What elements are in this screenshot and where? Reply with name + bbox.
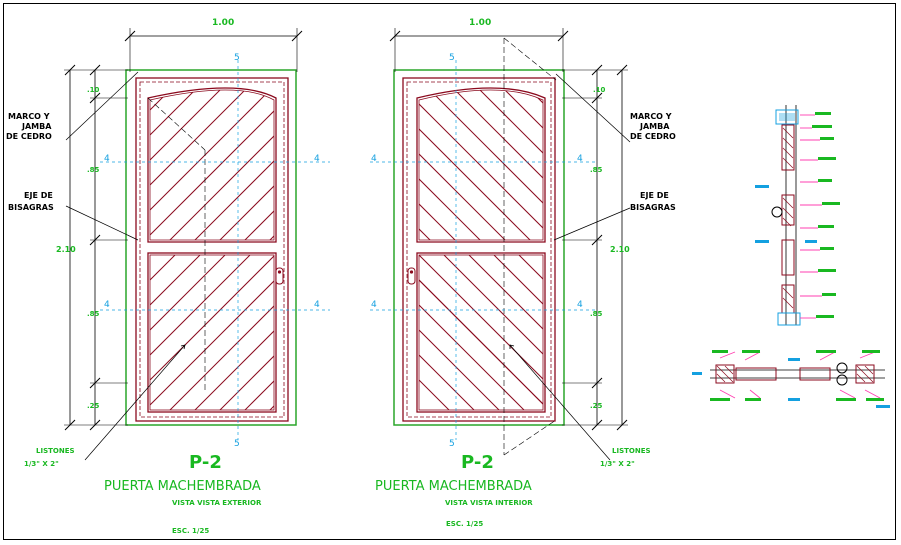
label-eje-line1: EJE DE	[24, 191, 53, 200]
label-eje-line2: BISAGRAS	[8, 203, 54, 212]
door-leaf-inner	[139, 81, 285, 418]
label-marco-line1: MARCO Y	[8, 112, 50, 121]
lower-panel-inner	[418, 254, 544, 411]
axis-marker-left-lower: 4	[371, 300, 377, 310]
width-dimension-label: 1.00	[212, 18, 234, 28]
dim-segment-2: .85	[87, 166, 100, 174]
label-listones-line2: 1/3" X 2"	[600, 460, 635, 468]
axis-marker-top: 5	[449, 53, 455, 63]
axis-marker-top: 5	[234, 53, 240, 63]
door-leaf	[402, 77, 556, 422]
door-title: PUERTA MACHEMBRADA	[375, 479, 532, 494]
axis-marker-left-lower: 4	[104, 300, 110, 310]
label-eje-line2: BISAGRAS	[630, 203, 676, 212]
axis-marker-left: 4	[371, 154, 377, 164]
label-marco-line3: DE CEDRO	[6, 132, 52, 141]
horizontal-section-detail	[692, 350, 890, 408]
upper-panel-hatch	[419, 90, 543, 240]
label-listones-line1: LISTONES	[36, 447, 75, 455]
scale-label: ESC. 1/25	[446, 520, 483, 528]
dim-segment-3: .85	[590, 310, 603, 318]
axis-marker-bottom: 5	[449, 439, 455, 449]
upper-panel	[147, 87, 277, 243]
axis-marker-bottom: 5	[234, 439, 240, 449]
door-left-exterior	[64, 28, 330, 461]
door-subtitle: VISTA VISTA INTERIOR	[445, 499, 533, 507]
door-frame-outline	[125, 69, 297, 426]
upper-panel-inner	[149, 89, 275, 241]
upper-panel	[416, 87, 546, 243]
dim-segment-2: .85	[590, 166, 603, 174]
door-code: P-2	[189, 452, 222, 473]
label-marco-line2: JAMBA	[639, 122, 670, 131]
lower-panel	[416, 252, 546, 413]
dim-segment-3: .85	[87, 310, 100, 318]
door-right-interior	[370, 28, 631, 461]
total-height-label: 2.10	[56, 245, 76, 254]
lower-panel-inner	[149, 254, 275, 411]
door-handle-icon	[275, 267, 284, 285]
lower-panel	[147, 252, 277, 413]
vertical-section-detail	[755, 105, 840, 326]
width-dimension-label: 1.00	[469, 18, 491, 28]
axis-marker-right: 4	[577, 154, 583, 164]
handle-section-icon	[771, 206, 783, 218]
total-height-label: 2.10	[610, 245, 630, 254]
door-leaf-inner	[406, 81, 552, 418]
door-title: PUERTA MACHEMBRADA	[104, 479, 261, 494]
dim-segment-4: .25	[87, 402, 100, 410]
dim-segment-4: .25	[590, 402, 603, 410]
label-marco-line1: MARCO Y	[630, 112, 672, 121]
label-marco-line3: DE CEDRO	[630, 132, 676, 141]
sheet-border	[3, 3, 896, 540]
label-eje-line1: EJE DE	[640, 191, 669, 200]
lower-panel-hatch	[419, 255, 543, 410]
dim-segment-1: .10	[87, 86, 100, 94]
label-listones-line1: LISTONES	[612, 447, 651, 455]
dim-segment-1: .10	[593, 86, 606, 94]
axis-marker-left: 4	[104, 154, 110, 164]
upper-panel-hatch	[150, 90, 274, 240]
label-marco-line2: JAMBA	[21, 122, 52, 131]
door-leaf	[135, 77, 289, 422]
axis-marker-right: 4	[314, 154, 320, 164]
upper-panel-inner	[418, 89, 544, 241]
door-handle-icon	[407, 267, 416, 285]
door-code: P-2	[461, 452, 494, 473]
axis-marker-right-lower: 4	[314, 300, 320, 310]
lower-panel-hatch	[150, 255, 274, 410]
scale-label: ESC. 1/25	[172, 527, 209, 535]
axis-marker-right-lower: 4	[577, 300, 583, 310]
door-frame-outline	[393, 69, 565, 426]
label-listones-line2: 1/3" X 2"	[24, 460, 59, 468]
door-subtitle: VISTA VISTA EXTERIOR	[172, 499, 262, 507]
